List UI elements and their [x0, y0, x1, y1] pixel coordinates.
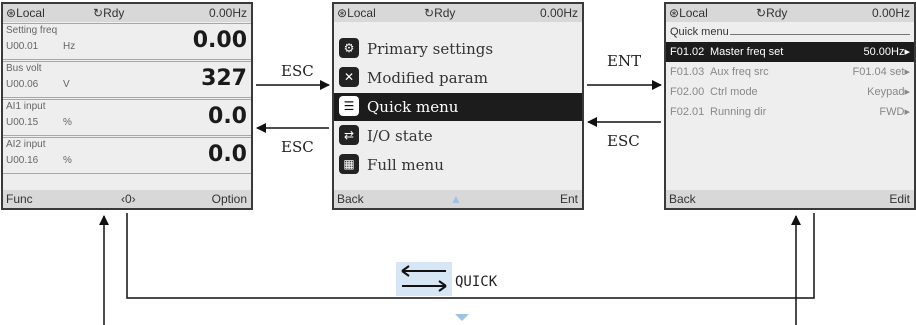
label-esc-top: ESC: [281, 62, 314, 80]
radio-icon: ⊛: [6, 6, 17, 20]
param-row-aux-freq[interactable]: F01.03 Aux freq src F01.04 set▸: [670, 66, 910, 78]
menu-item-io-state[interactable]: ⇄ I/O state: [334, 122, 582, 150]
scroll-down-icon: [455, 314, 469, 321]
left-display: ⊛Local ↻Rdy 0.00Hz Setting freq U00.01 H…: [1, 2, 253, 210]
status-freq: 0.00Hz: [871, 6, 910, 20]
status-state: ↻Rdy: [756, 6, 788, 20]
label-esc-right: ESC: [607, 132, 640, 150]
status-bar: ⊛Local ↻Rdy 0.00Hz: [666, 4, 914, 22]
rotate-icon: ↻: [756, 6, 767, 20]
menu-item-quick-menu[interactable]: ☰ Quick menu: [334, 93, 582, 121]
value-row: AI1 input U00.15 % 0.0: [3, 99, 251, 136]
rotate-icon: ↻: [93, 6, 104, 20]
menu-item-primary-settings[interactable]: ⚙ Primary settings: [334, 35, 582, 63]
softkey-func[interactable]: Func: [6, 192, 33, 206]
tools-icon: ✕: [339, 67, 359, 87]
radio-icon: ⊛: [337, 6, 348, 20]
status-bar: ⊛Local ↻Rdy 0.00Hz: [3, 4, 251, 22]
center-display: ⊛Local ↻Rdy 0.00Hz ⚙ Primary settings ✕ …: [332, 2, 584, 210]
softkey-shift[interactable]: ‹0›: [121, 192, 136, 206]
menu-item-modified-param[interactable]: ✕ Modified param: [334, 64, 582, 92]
value-row: Bus volt U00.06 V 327: [3, 61, 251, 98]
softkey-bar: Back ▲ Ent: [334, 190, 582, 208]
status-mode: ⊛Local: [6, 6, 45, 20]
status-mode: ⊛Local: [337, 6, 376, 20]
label-esc-bottom: ESC: [281, 138, 314, 156]
softkey-back[interactable]: Back: [669, 192, 696, 206]
softkey-back[interactable]: Back: [337, 192, 364, 206]
status-state: ↻Rdy: [93, 6, 125, 20]
status-freq: 0.00Hz: [208, 6, 247, 20]
softkey-edit[interactable]: Edit: [889, 192, 910, 206]
radio-icon: ⊛: [669, 6, 680, 20]
status-bar: ⊛Local ↻Rdy 0.00Hz: [334, 4, 582, 22]
param-row-running-dir[interactable]: F02.01 Running dir FWD▸: [670, 106, 910, 118]
scroll-up-icon: ▲: [450, 192, 462, 206]
title-rule: [730, 34, 910, 35]
status-mode: ⊛Local: [669, 6, 708, 20]
quick-key-icon: [396, 262, 452, 296]
gear-icon: ⚙: [339, 38, 359, 58]
softkey-bar: Back Edit: [666, 190, 914, 208]
value-row: Setting freq U00.01 Hz 0.00: [3, 23, 251, 60]
io-icon: ⇄: [339, 125, 359, 145]
param-row-ctrl-mode[interactable]: F02.00 Ctrl mode Keypad▸: [670, 86, 910, 98]
softkey-bar: Func ‹0› Option: [3, 190, 251, 208]
rotate-icon: ↻: [424, 6, 435, 20]
softkey-ent[interactable]: Ent: [559, 192, 578, 206]
grid-icon: ▦: [339, 154, 359, 174]
softkey-option[interactable]: Option: [211, 192, 247, 206]
status-state: ↻Rdy: [424, 6, 456, 20]
param-row-master-freq[interactable]: F01.02 Master freq set 50.00Hz▸: [666, 42, 914, 62]
label-ent: ENT: [607, 52, 642, 70]
menu-title: Quick menu: [670, 26, 729, 38]
status-freq: 0.00Hz: [539, 6, 578, 20]
list-icon: ☰: [339, 96, 359, 116]
quick-loop-line: [126, 213, 815, 299]
right-display: ⊛Local ↻Rdy 0.00Hz Quick menu F01.02 Mas…: [664, 2, 916, 210]
value-row: AI2 input U00.16 % 0.0: [3, 137, 251, 174]
label-quick: QUICK: [455, 274, 498, 290]
menu-item-full-menu[interactable]: ▦ Full menu: [334, 151, 582, 179]
